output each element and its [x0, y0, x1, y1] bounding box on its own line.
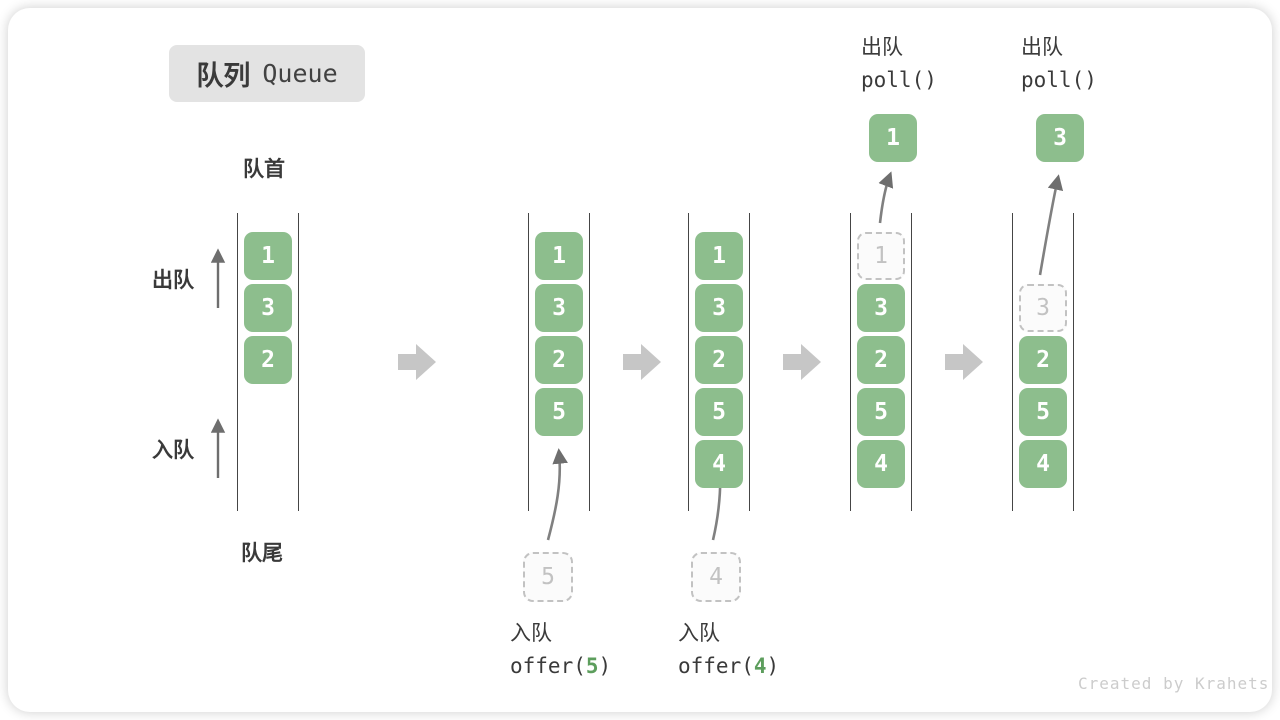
queue-cells: 1 3 2 — [244, 232, 292, 384]
watermark: Created by Krahets — [1078, 674, 1270, 693]
queue-item-removed: 1 — [857, 232, 905, 280]
queue-item: 2 — [535, 336, 583, 384]
queue-item: 1 — [535, 232, 583, 280]
queue-state-3: 1 3 2 5 4 — [688, 213, 750, 511]
queue-item: 4 — [857, 440, 905, 488]
queue-item: 3 — [535, 284, 583, 332]
queue-state-2: 1 3 2 5 — [528, 213, 590, 511]
queue-item-removed: 3 — [1019, 284, 1067, 332]
incoming-item-ghost: 5 — [523, 552, 573, 602]
queue-item: 1 — [244, 232, 292, 280]
enqueue-caption-label: 入队 — [678, 622, 720, 645]
offer-4-caption: 入队 offer(4) — [678, 617, 779, 683]
queue-cells: 3 2 5 4 — [1019, 232, 1067, 488]
dequeue-caption-label: 出队 — [861, 36, 903, 59]
queue-item: 5 — [857, 388, 905, 436]
title-zh: 队列 — [196, 61, 251, 91]
queue-cells: 1 3 2 5 4 — [695, 232, 743, 488]
code-text: ) — [598, 654, 612, 678]
queue-item: 3 — [695, 284, 743, 332]
poll-1-caption: 出队 poll() — [861, 31, 937, 97]
label-enqueue-side: 入队 — [152, 439, 194, 462]
poll-3-caption: 出队 poll() — [1021, 31, 1097, 97]
queue-cells: 1 3 2 5 4 — [857, 232, 905, 488]
queue-item: 4 — [695, 440, 743, 488]
code-text: ) — [766, 654, 780, 678]
dequeue-caption-label: 出队 — [1021, 36, 1063, 59]
code-arg: 4 — [753, 654, 767, 678]
code-arg: 5 — [585, 654, 599, 678]
enqueue-caption-label: 入队 — [510, 622, 552, 645]
title-box: 队列 Queue — [169, 45, 365, 102]
polled-item: 3 — [1036, 114, 1084, 162]
polled-item: 1 — [869, 114, 917, 162]
queue-cells: 1 3 2 5 — [535, 232, 583, 436]
diagram-card — [8, 8, 1272, 712]
queue-state-5: 3 2 5 4 — [1012, 213, 1074, 511]
queue-item: 5 — [535, 388, 583, 436]
queue-item: 2 — [244, 336, 292, 384]
label-queue-front: 队首 — [243, 158, 285, 181]
title-en: Queue — [262, 59, 338, 88]
queue-item: 4 — [1019, 440, 1067, 488]
label-dequeue-side: 出队 — [152, 269, 194, 292]
queue-item: 2 — [1019, 336, 1067, 384]
poll-code: poll() — [1021, 68, 1097, 92]
queue-item: 3 — [857, 284, 905, 332]
offer-4-code: offer(4) — [678, 650, 779, 683]
offer-5-code: offer(5) — [510, 650, 611, 683]
incoming-item-ghost: 4 — [691, 552, 741, 602]
code-text: offer( — [510, 654, 586, 678]
offer-5-caption: 入队 offer(5) — [510, 617, 611, 683]
queue-item: 1 — [695, 232, 743, 280]
queue-item: 2 — [857, 336, 905, 384]
queue-state-4: 1 3 2 5 4 — [850, 213, 912, 511]
queue-item: 5 — [695, 388, 743, 436]
code-text: offer( — [678, 654, 754, 678]
label-queue-rear: 队尾 — [241, 542, 283, 565]
poll-code: poll() — [861, 68, 937, 92]
queue-item: 5 — [1019, 388, 1067, 436]
queue-state-1: 1 3 2 — [237, 213, 299, 511]
queue-item: 2 — [695, 336, 743, 384]
queue-item: 3 — [244, 284, 292, 332]
